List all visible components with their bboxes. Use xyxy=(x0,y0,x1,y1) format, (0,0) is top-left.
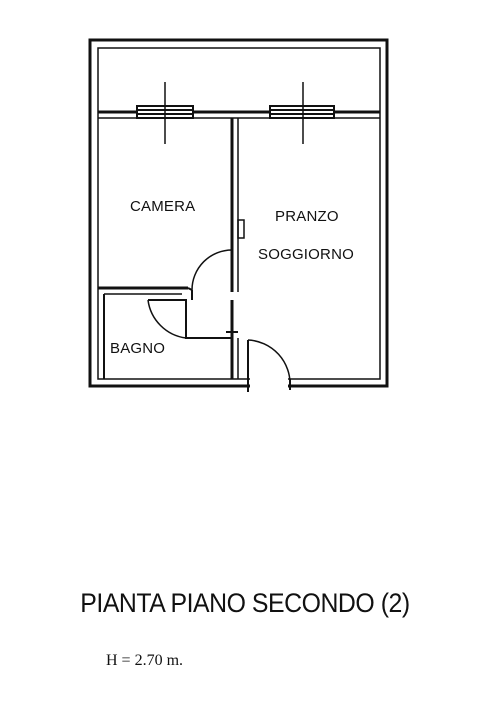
door-camera xyxy=(191,249,233,291)
room-label-pranzo: PRANZO xyxy=(275,208,339,225)
ceiling-height-note: H = 2.70 m. xyxy=(106,652,184,669)
room-label-camera: CAMERA xyxy=(130,198,196,215)
outer-wall xyxy=(88,38,389,388)
room-label-soggiorno: SOGGIORNO xyxy=(258,246,354,263)
partition-niche xyxy=(237,219,245,239)
window-pranzo xyxy=(269,82,335,144)
room-label-bagno: BAGNO xyxy=(110,340,166,357)
window-camera xyxy=(136,82,194,144)
plan-title: PIANTA PIANO SECONDO (2) xyxy=(80,588,410,618)
floor-plan xyxy=(88,38,389,392)
door-bagno xyxy=(147,299,187,339)
outer-wall-inner xyxy=(97,47,381,380)
entrance-door-swing xyxy=(247,339,291,387)
